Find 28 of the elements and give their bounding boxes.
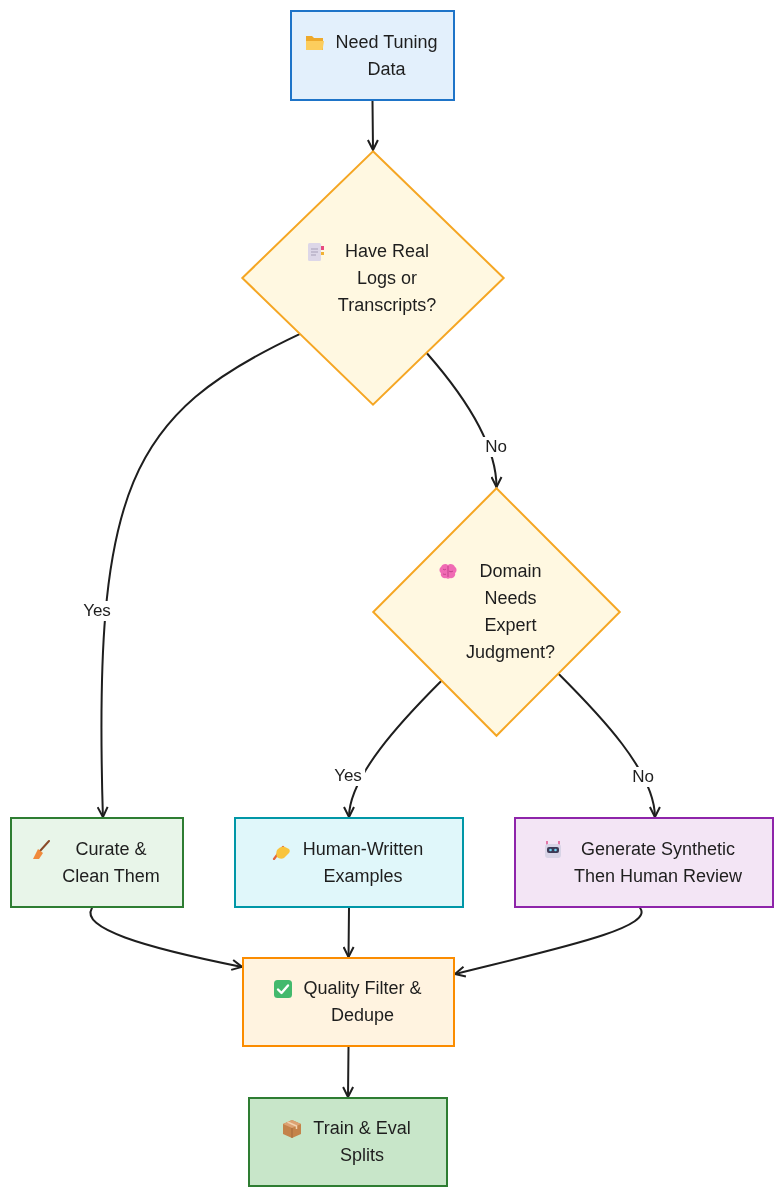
arrow	[558, 673, 660, 818]
arrow	[344, 680, 442, 818]
edge-label: Yes	[80, 601, 114, 621]
process-box	[290, 10, 455, 101]
process-box	[10, 817, 184, 908]
edge-label: Yes	[331, 766, 365, 786]
arrow	[89, 907, 243, 971]
arrow	[426, 352, 502, 488]
step-text: Human-Written Examples	[301, 837, 425, 888]
arrow	[342, 1046, 355, 1098]
question-text: Have Real Logs or Transcripts?	[336, 239, 438, 317]
question-text: Domain Needs Expert Judgment?	[465, 560, 556, 664]
decision-diamond	[241, 150, 505, 406]
step-text: Need Tuning Data	[334, 30, 439, 81]
arrow	[96, 333, 301, 818]
step-text: Curate & Clean Them	[61, 837, 161, 888]
arrow	[366, 100, 379, 151]
step-text: Train & Eval Splits	[312, 1117, 412, 1167]
process-box	[234, 817, 464, 908]
decision-diamond	[372, 487, 621, 737]
process-box	[514, 817, 774, 908]
step-text: Generate Synthetic Then Human Review	[572, 837, 744, 888]
step-text: Quality Filter & Dedupe	[302, 977, 423, 1027]
edge-label: No	[482, 437, 510, 457]
arrow	[342, 907, 355, 958]
process-box	[248, 1097, 448, 1187]
arrow	[454, 907, 643, 978]
process-box	[242, 957, 455, 1047]
